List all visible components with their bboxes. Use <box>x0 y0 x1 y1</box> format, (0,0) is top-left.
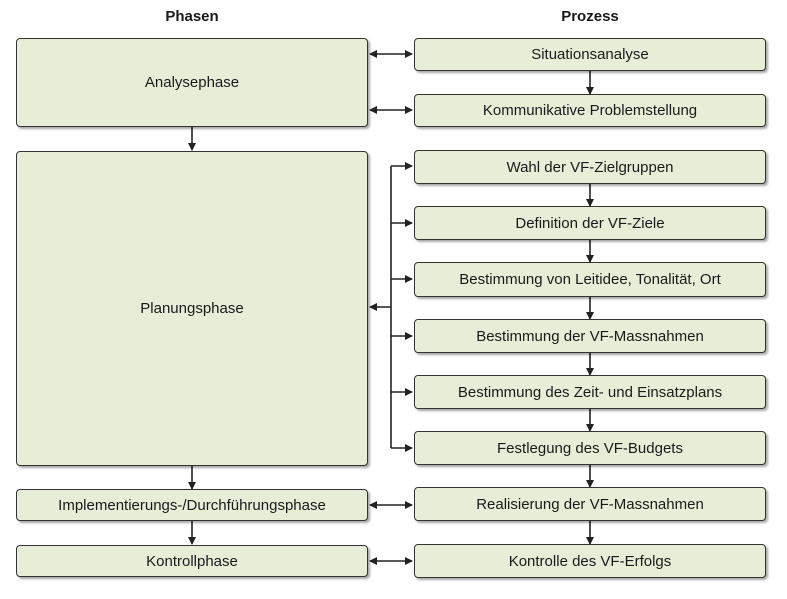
process-einsatzplan: Bestimmung des Zeit- und Einsatzplans <box>414 375 766 409</box>
phase-analysephase: Analysephase <box>16 38 368 127</box>
process-realisierung: Realisierung der VF-Massnahmen <box>414 487 766 521</box>
phase-implementierungsphase: Implementierungs-/Durchführungsphase <box>16 489 368 521</box>
process-situationsanalyse: Situationsanalyse <box>414 38 766 71</box>
phase-planungsphase: Planungsphase <box>16 151 368 466</box>
process-massnahmen: Bestimmung der VF-Massnahmen <box>414 319 766 353</box>
phase-kontrollphase: Kontrollphase <box>16 545 368 577</box>
process-kontrolle: Kontrolle des VF-Erfolgs <box>414 544 766 578</box>
process-column-header: Prozess <box>561 8 619 25</box>
process-problemstellung: Kommunikative Problemstellung <box>414 94 766 127</box>
process-leitidee: Bestimmung von Leitidee, Tonalität, Ort <box>414 262 766 297</box>
phases-column-header: Phasen <box>165 8 219 25</box>
process-budget: Festlegung des VF-Budgets <box>414 431 766 465</box>
process-ziele: Definition der VF-Ziele <box>414 206 766 240</box>
process-zielgruppen: Wahl der VF-Zielgruppen <box>414 150 766 184</box>
